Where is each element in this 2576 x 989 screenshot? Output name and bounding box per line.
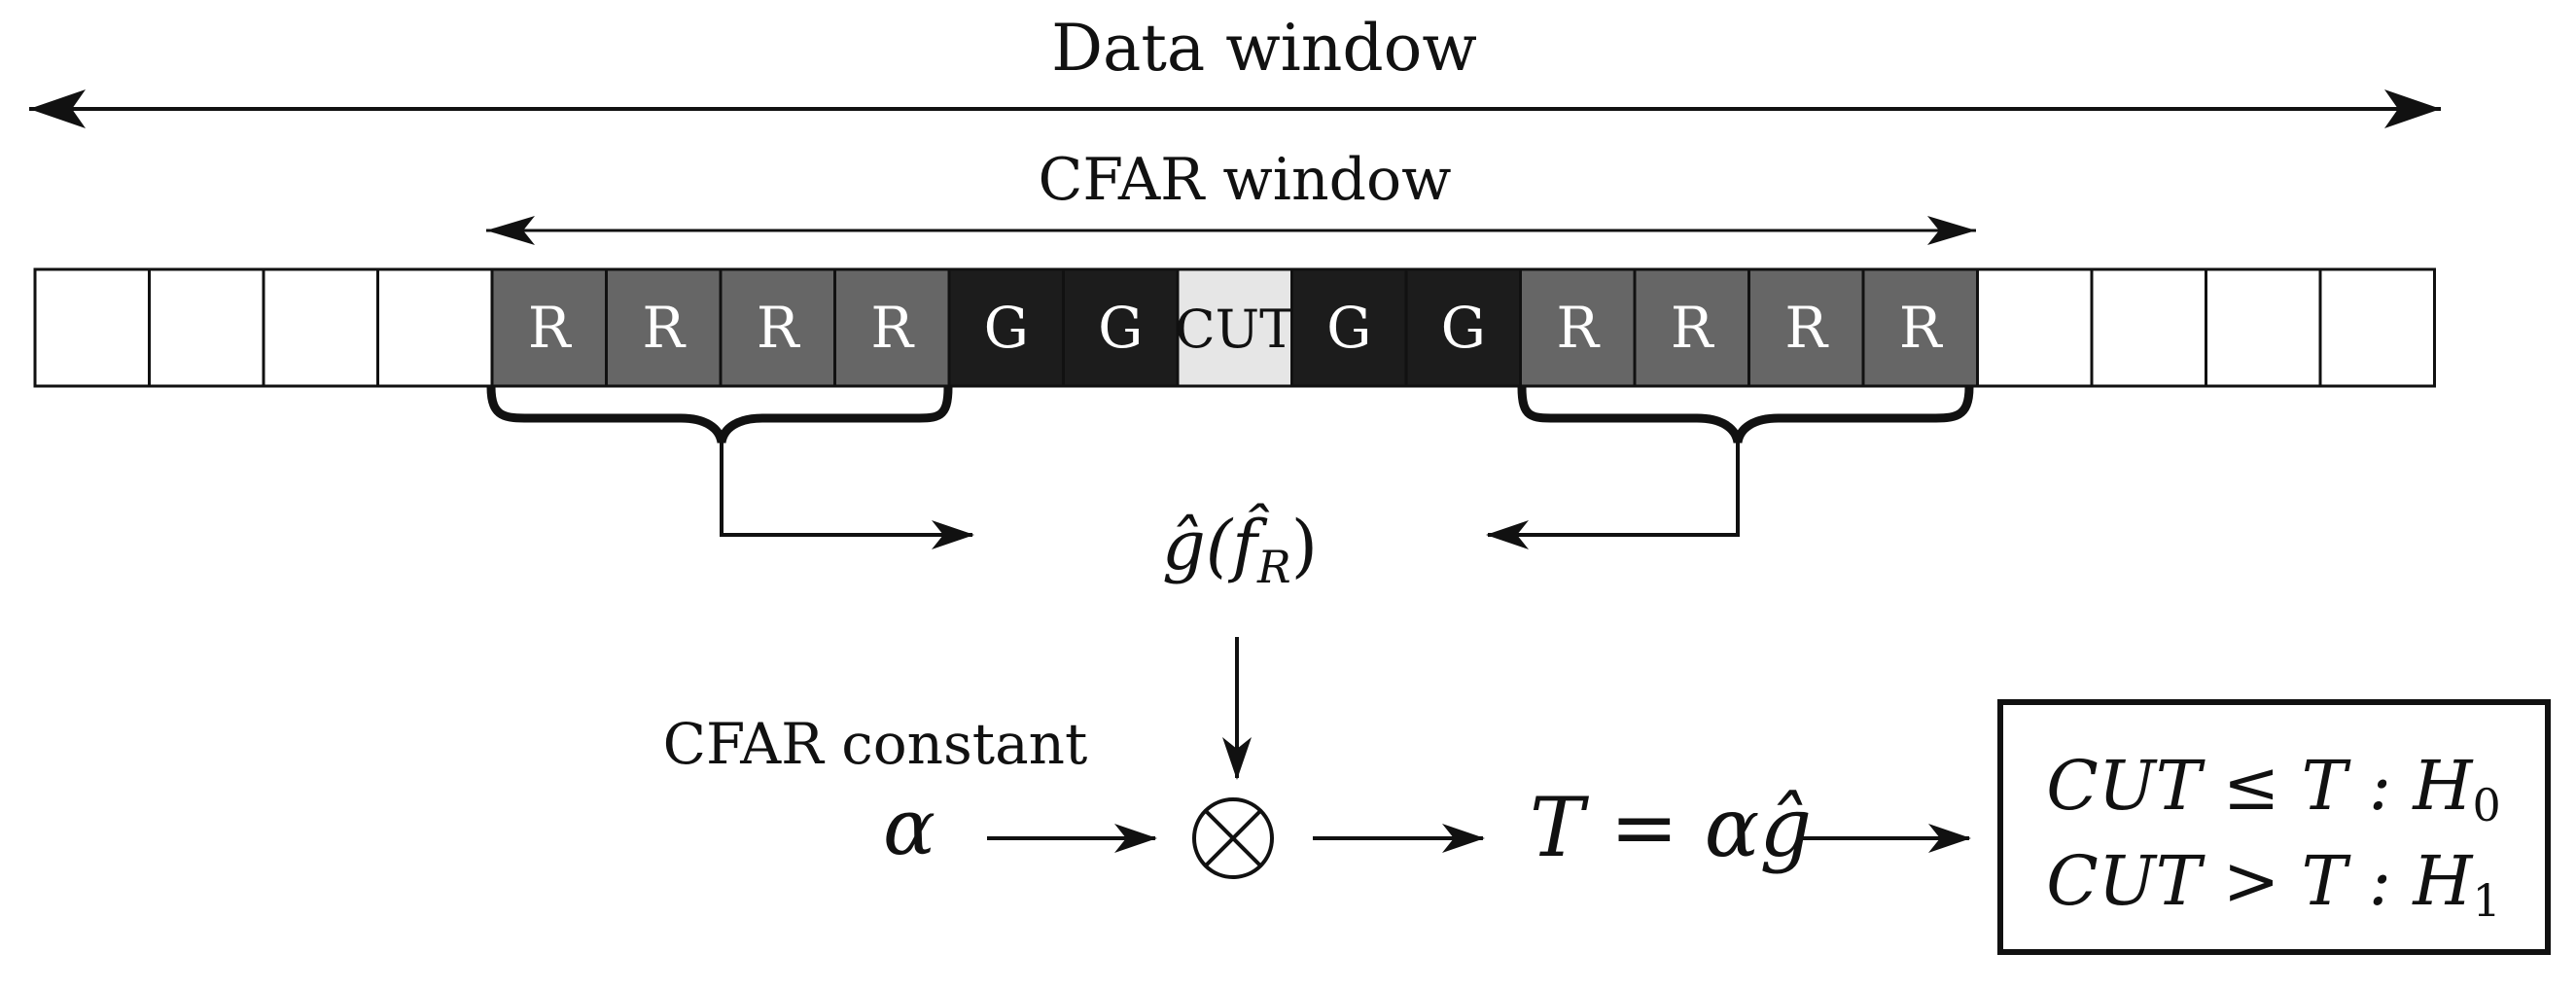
decision-line-2-subscript: 1: [2472, 874, 2500, 927]
cell-reference: R: [833, 267, 951, 388]
cell-box: [1062, 267, 1180, 388]
cell-empty: [2205, 267, 2322, 388]
cell-box: [947, 267, 1065, 388]
cell-box: [1404, 267, 1522, 388]
decision-line-2: CUT > T : H1: [2046, 841, 2501, 927]
left-reference-brace: [486, 386, 953, 444]
cell-label: R: [1784, 295, 1829, 361]
estimate-g: ĝ(: [1162, 506, 1234, 585]
data-window-arrowhead-right: [2384, 89, 2441, 128]
right-brace-connector: [1486, 442, 1740, 549]
threshold-expression: T = αĝ: [1530, 780, 1812, 875]
cell-box: [2090, 267, 2207, 388]
cell-empty: [33, 267, 151, 388]
decision-line-2-text: CUT > T : H: [2046, 841, 2474, 921]
cell-label: R: [1556, 295, 1601, 361]
cell-reference: R: [490, 267, 608, 388]
cell-empty: [2318, 267, 2436, 388]
cell-label: G: [1098, 295, 1143, 361]
cell-guard: G: [947, 267, 1065, 388]
decision-line-1-text: CUT ≤ T : H: [2046, 746, 2474, 826]
cell-guard: G: [1290, 267, 1408, 388]
cell-label: R: [642, 295, 687, 361]
cell-reference: R: [1861, 267, 1979, 388]
cell-reference: R: [605, 267, 723, 388]
cell-box: [2318, 267, 2436, 388]
cfar-constant-label: CFAR constant: [663, 711, 1088, 777]
estimate-expression: ĝ(f̂R): [1162, 504, 1318, 593]
estimate-close-paren: ): [1291, 506, 1318, 585]
cell-row: R R R R G G CUT G G R R R R: [33, 267, 2436, 388]
cell-box: [1290, 267, 1408, 388]
cell-box: [2205, 267, 2322, 388]
cell-label: CUT: [1175, 299, 1294, 360]
cfar-window-label: CFAR window: [1039, 146, 1452, 214]
cell-box: [833, 267, 951, 388]
cell-box: [1976, 267, 2094, 388]
cell-box: [1747, 267, 1865, 388]
estimate-subscript: R: [1256, 541, 1291, 593]
alpha-symbol: α: [883, 782, 935, 872]
cell-box: [262, 267, 379, 388]
cell-box: [376, 267, 494, 388]
cell-label: R: [528, 295, 573, 361]
cell-reference: R: [1747, 267, 1865, 388]
cfar-window-arrowhead-left: [486, 216, 535, 245]
cell-label: G: [1441, 295, 1486, 361]
cell-label: G: [1326, 295, 1371, 361]
cell-label: G: [984, 295, 1029, 361]
left-brace-connector: [720, 442, 974, 549]
cell-box: [1519, 267, 1637, 388]
cell-box: [148, 267, 265, 388]
cell-empty: [2090, 267, 2207, 388]
data-window-arrowhead-left: [29, 89, 86, 128]
cell-empty: [1976, 267, 2094, 388]
cell-reference: R: [1519, 267, 1637, 388]
cell-box: [1861, 267, 1979, 388]
cell-guard: G: [1404, 267, 1522, 388]
cell-label: R: [1671, 295, 1715, 361]
cell-box: [33, 267, 151, 388]
cell-reference: R: [719, 267, 836, 388]
cell-box: [1176, 267, 1293, 388]
cell-label: R: [1899, 295, 1944, 361]
cell-cut: CUT: [1175, 267, 1294, 388]
cell-label: R: [757, 295, 801, 361]
decision-box: [1997, 699, 2551, 955]
cell-box: [490, 267, 608, 388]
right-reference-brace: [1517, 386, 1974, 444]
decision-line-1-subscript: 0: [2472, 779, 2500, 831]
data-window-label: Data window: [1051, 11, 1477, 86]
cell-reference: R: [1633, 267, 1750, 388]
decision-line-1: CUT ≤ T : H0: [2046, 746, 2501, 831]
cell-empty: [262, 267, 379, 388]
cell-empty: [148, 267, 265, 388]
cfar-window-arrowhead-right: [1927, 216, 1976, 245]
multiplier-icon: [1192, 797, 1274, 879]
cell-empty: [376, 267, 494, 388]
cell-guard: G: [1062, 267, 1180, 388]
cell-box: [1633, 267, 1750, 388]
cell-label: R: [870, 295, 915, 361]
